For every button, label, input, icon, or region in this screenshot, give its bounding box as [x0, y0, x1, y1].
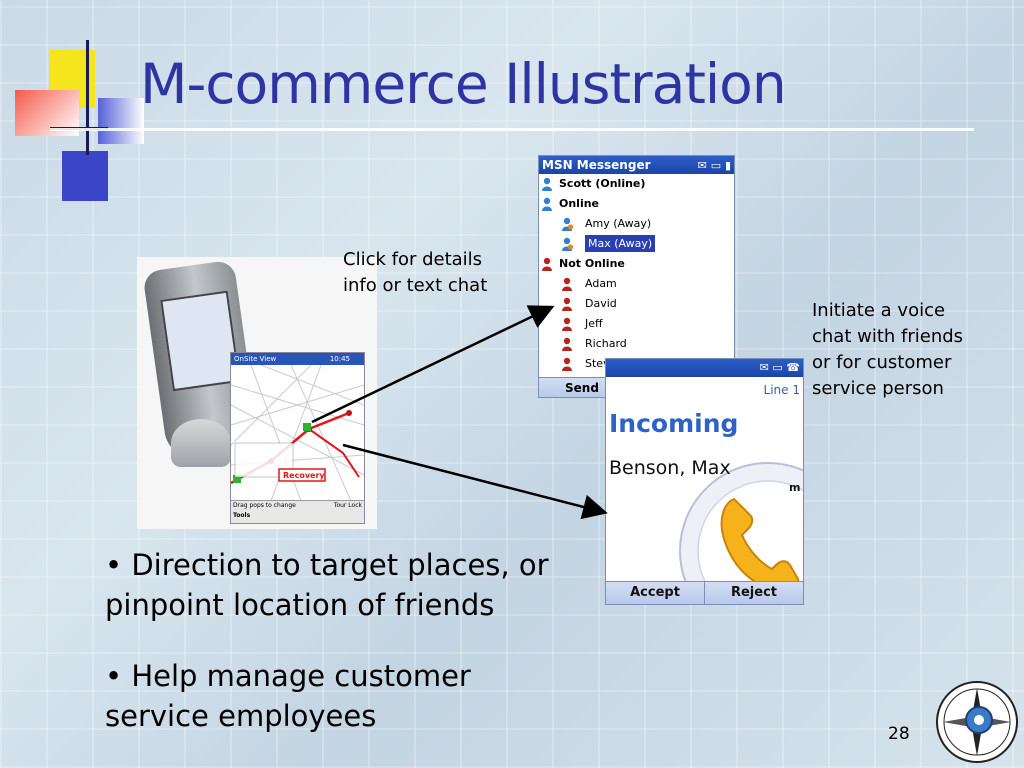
person-icon	[561, 277, 573, 291]
route-map-graphic: Recovery	[231, 365, 364, 501]
signal-icon: ▮	[724, 159, 731, 172]
page-number: 28	[888, 724, 910, 744]
decor-blue-gradient-square	[98, 98, 144, 144]
msn-status-icons: ✉ ▭ ▮	[698, 157, 731, 175]
bullet-directions: • Direction to target places, or pinpoin…	[105, 545, 549, 625]
map-footer: Drag pops to change Tour Lock Tools	[231, 500, 364, 523]
person-icon	[561, 237, 574, 251]
contact-max-away[interactable]: Max (Away)	[539, 234, 734, 254]
map-clock: 10:45	[329, 355, 350, 363]
contact-amy-away[interactable]: Amy (Away)	[539, 214, 734, 234]
slide-title: M-commerce Illustration	[140, 52, 787, 116]
person-icon	[561, 217, 574, 231]
battery-icon: ▭	[772, 361, 783, 374]
contact-online[interactable]: Online	[539, 194, 734, 214]
contact-label: Online	[559, 197, 600, 210]
callout-details-line-2: info or text chat	[343, 275, 488, 296]
map-titlebar: OnSite View 10:45	[231, 353, 364, 365]
incoming-call-window: ✉ ▭ ☎ Line 1 Incoming Benson, Max m Acce…	[605, 358, 804, 605]
compass-logo-icon	[936, 681, 1018, 763]
bullet-directions-line-1: • Direction to target places, or	[105, 548, 549, 582]
callout-details: Click for details info or text chat	[343, 247, 487, 299]
person-icon	[561, 317, 573, 331]
bullet-customer-service-line-2: service employees	[105, 699, 377, 733]
person-icon	[561, 297, 573, 311]
contact-label: Not Online	[559, 257, 625, 270]
map-footer-right: Tour Lock	[333, 502, 362, 509]
reject-button[interactable]: Reject	[730, 585, 778, 600]
person-icon	[561, 337, 573, 351]
call-footer: Accept Reject	[606, 581, 803, 604]
contact-label: Scott (Online)	[559, 177, 646, 190]
caller-suffix: m	[789, 481, 801, 494]
map-route-label: Recovery	[283, 471, 325, 480]
accept-button[interactable]: Accept	[606, 582, 705, 604]
call-status-icons: ✉ ▭ ☎	[760, 361, 800, 374]
map-title: OnSite View	[234, 355, 277, 363]
map-screenshot: OnSite View 10:45 Recovery	[230, 352, 365, 524]
contact-label: Richard	[585, 337, 627, 350]
contact-label: Adam	[585, 277, 617, 290]
msn-title: MSN Messenger	[542, 158, 651, 172]
msn-titlebar: MSN Messenger ✉ ▭ ▮	[539, 156, 734, 174]
contact-jeff[interactable]: Jeff	[539, 314, 734, 334]
person-icon	[541, 197, 553, 211]
person-icon	[561, 357, 573, 371]
map-toolbar: Tools	[233, 512, 251, 519]
callout-voice: Initiate a voice chat with friends or fo…	[812, 298, 963, 402]
decor-blue-square	[62, 151, 108, 201]
contact-label: Max (Away)	[585, 235, 656, 252]
callout-details-line-1: Click for details	[343, 249, 483, 270]
bullet-customer-service-line-1: • Help manage customer	[105, 659, 471, 693]
contact-label: Amy (Away)	[585, 217, 652, 230]
decor-vertical-rule	[86, 40, 89, 155]
mail-icon: ✉	[759, 361, 769, 374]
person-icon	[541, 257, 553, 271]
callout-voice-line-1: Initiate a voice	[812, 300, 946, 321]
bullet-customer-service: • Help manage customer service employees	[105, 656, 471, 736]
battery-icon: ▭	[710, 159, 722, 172]
contact-not-online[interactable]: Not Online	[539, 254, 734, 274]
call-status-text: Incoming	[609, 409, 739, 438]
call-line-label: Line 1	[763, 383, 800, 397]
msn-messenger-window: MSN Messenger ✉ ▭ ▮ Scott (Online) Online…	[538, 155, 735, 398]
person-icon	[541, 177, 553, 191]
contact-label: Jeff	[585, 317, 603, 330]
phone-handset-icon	[679, 462, 803, 604]
contact-adam[interactable]: Adam	[539, 274, 734, 294]
callout-voice-line-4: service person	[812, 378, 944, 399]
pda-stand	[171, 419, 231, 467]
pda-photo: OnSite View 10:45 Recovery	[137, 257, 377, 529]
mail-icon: ✉	[697, 159, 707, 172]
arrow-to-messenger	[311, 305, 555, 424]
callout-voice-line-2: chat with friends	[812, 326, 964, 347]
bullet-directions-line-2: pinpoint location of friends	[105, 588, 495, 622]
arrow-to-call	[342, 443, 608, 520]
caller-name: Benson, Max	[609, 457, 731, 479]
contact-david[interactable]: David	[539, 294, 734, 314]
callout-voice-line-3: or for customer	[812, 352, 952, 373]
call-titlebar: ✉ ▭ ☎	[606, 359, 803, 377]
contact-label: David	[585, 297, 617, 310]
contact-scott-online[interactable]: Scott (Online)	[539, 174, 734, 194]
title-underline	[50, 128, 974, 131]
contact-richard[interactable]: Richard	[539, 334, 734, 354]
phone-signal-icon: ☎	[786, 361, 800, 374]
map-footer-left: Drag pops to change	[233, 502, 296, 509]
